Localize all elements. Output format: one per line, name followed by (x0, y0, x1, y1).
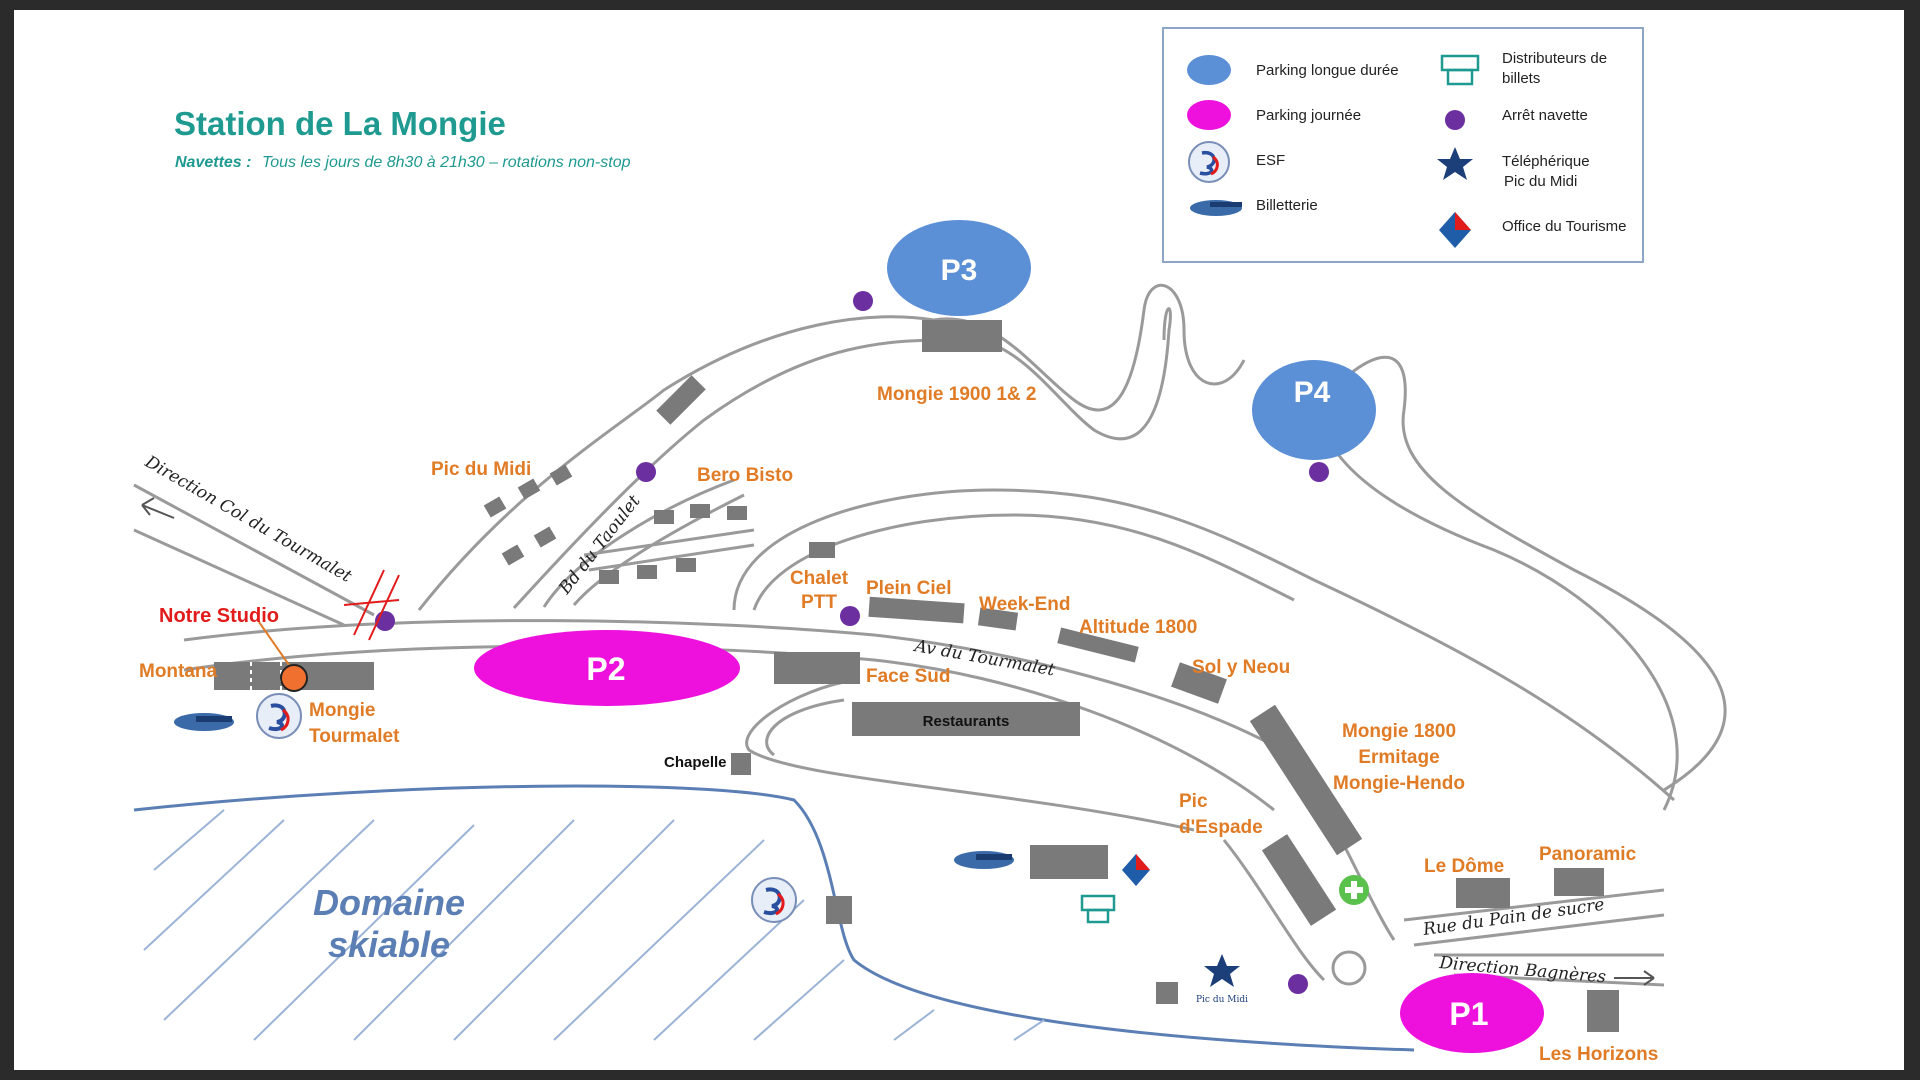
shuttle-stops (375, 291, 1329, 994)
label-mongie-1900: Mongie 1900 1& 2 (877, 384, 1036, 405)
subtitle: Navettes : Tous les jours de 8h30 à 21h3… (175, 154, 631, 171)
label-bero-bisto: Bero Bisto (697, 465, 793, 486)
label-mongie-1800-2: Ermitage (1358, 747, 1439, 768)
closed-road-mark (343, 569, 400, 641)
studio-arrow (258, 621, 290, 666)
parkings: P3 P4 P2 P1 (474, 220, 1544, 1053)
shuttle-stop-icon[interactable] (636, 462, 656, 482)
grand-tourmalet-logo-icon (1190, 200, 1242, 216)
label-le-dome: Le Dôme (1424, 856, 1504, 877)
label-plein-ciel: Plein Ciel (866, 578, 952, 599)
atm-icon (1080, 894, 1116, 924)
domaine-label-1: Domaine (313, 882, 465, 923)
building (656, 375, 706, 425)
roundabout (1331, 950, 1367, 986)
ski-area: Domaine skiable (133, 784, 1415, 1052)
building-mongie-1900 (922, 320, 1002, 352)
label-pic-espade-1: Pic (1179, 791, 1208, 812)
legend-distributeurs-1: Distributeurs de (1502, 50, 1607, 67)
label-chalet-ptt-1: Chalet (790, 568, 849, 589)
legend-parking-day-swatch (1187, 100, 1231, 130)
subtitle-prefix: Navettes : (175, 154, 251, 171)
label-panoramic: Panoramic (1539, 844, 1637, 865)
shuttle-stop-icon[interactable] (853, 291, 873, 311)
esf-logo-icon (256, 693, 302, 739)
parking-p3[interactable] (887, 220, 1031, 316)
label-notre-studio: Notre Studio (159, 605, 279, 627)
legend-parking-long: Parking longue durée (1256, 62, 1399, 79)
label-restaurants: Restaurants (923, 713, 1010, 730)
legend-telepherique-2: Pic du Midi (1504, 173, 1577, 190)
legend-office: Office du Tourisme (1502, 218, 1627, 235)
direction-arrows (141, 497, 1655, 986)
label-les-horizons: Les Horizons (1539, 1044, 1658, 1065)
parking-p4[interactable] (1252, 360, 1376, 460)
grand-tourmalet-logo-icon (954, 851, 1014, 869)
page-title: Station de La Mongie (174, 105, 506, 142)
shuttle-stop-icon[interactable] (1309, 462, 1329, 482)
parking-p2-label: P2 (586, 651, 625, 687)
parking-p2[interactable] (474, 630, 740, 706)
green-cross-icon (1339, 875, 1369, 905)
legend-esf: ESF (1256, 152, 1285, 169)
legend-billetterie: Billetterie (1256, 197, 1318, 214)
label-chapelle: Chapelle (664, 754, 727, 771)
legend-distributeurs-2: billets (1502, 70, 1540, 87)
legend: Parking longue durée Parking journée ESF… (1162, 27, 1644, 263)
label-mongie-1800-1: Mongie 1800 (1342, 721, 1456, 742)
atm-icon (1440, 54, 1480, 86)
place-labels: Notre Studio Montana Mongie Tourmalet Pi… (139, 384, 1658, 1065)
star-icon (1437, 147, 1473, 180)
subtitle-text: Tous les jours de 8h30 à 21h30 – rotatio… (262, 154, 631, 171)
esf-logo-icon (1188, 141, 1230, 183)
parking-p4-label: P4 (1294, 376, 1331, 409)
label-mongie-tourmalet-2: Tourmalet (309, 726, 400, 747)
parking-p1[interactable] (1400, 973, 1544, 1053)
label-face-sud: Face Sud (866, 666, 950, 687)
label-pic-espade-2: d'Espade (1179, 817, 1263, 838)
grand-tourmalet-logo-icon (174, 713, 234, 731)
shuttle-stop-icon[interactable] (1288, 974, 1308, 994)
label-mongie-tourmalet-1: Mongie (309, 700, 376, 721)
shuttle-stop-icon (1445, 110, 1465, 130)
parking-p3-label: P3 (941, 254, 978, 287)
label-chalet-ptt-2: PTT (801, 592, 837, 613)
star-icon: Pic du Midi (1196, 954, 1248, 1005)
esf-logo-icon (751, 877, 797, 923)
label-sol-y-neou: Sol y Neou (1192, 657, 1290, 678)
road-network (133, 283, 1727, 987)
legend-arret: Arrêt navette (1502, 107, 1588, 124)
svg-text:Pic du Midi: Pic du Midi (1196, 995, 1248, 1005)
domaine-label-2: skiable (328, 924, 450, 965)
road-col-tourmalet: Direction Col du Tourmalet (141, 452, 355, 587)
legend-telepherique-1: Téléphérique (1502, 153, 1590, 170)
map-frame: Domaine skiable (14, 10, 1904, 1070)
tourist-office-icon (1122, 854, 1150, 886)
legend-parking-day: Parking journée (1256, 107, 1361, 124)
building-mongie-1800 (1249, 704, 1363, 856)
label-pic-du-midi: Pic du Midi (431, 459, 531, 480)
shuttle-stop-icon[interactable] (840, 606, 860, 626)
station-map: Domaine skiable (133, 27, 1727, 1065)
building-face-sud (774, 652, 860, 684)
label-montana: Montana (139, 661, 218, 682)
legend-box (1162, 27, 1644, 263)
tourist-office-icon (1439, 212, 1471, 248)
buildings (214, 320, 1619, 1032)
label-altitude-1800: Altitude 1800 (1079, 617, 1197, 638)
label-mongie-1800-3: Mongie-Hendo (1333, 773, 1465, 794)
building-restaurants (852, 702, 1080, 736)
legend-parking-long-swatch (1187, 55, 1231, 85)
label-week-end: Week-End (979, 594, 1071, 615)
parking-p1-label: P1 (1449, 996, 1488, 1032)
studio-marker[interactable] (280, 664, 308, 692)
